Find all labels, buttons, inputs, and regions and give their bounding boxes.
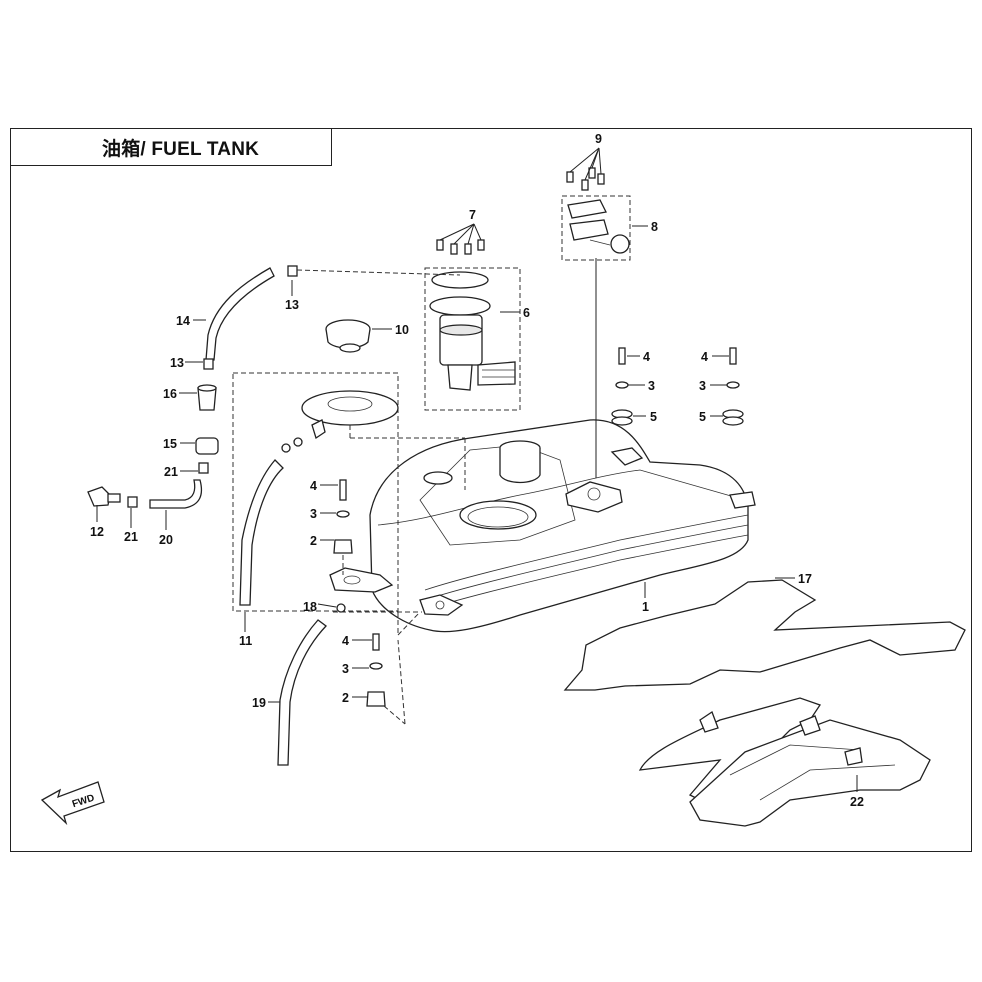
filler-neck-assembly[interactable] — [232, 372, 399, 612]
fuel-cap[interactable] — [325, 319, 371, 353]
callout-3-right-1: 3 — [648, 379, 655, 393]
mount-stack-right-1[interactable] — [611, 347, 633, 426]
callout-9: 9 — [595, 132, 602, 146]
title-box — [10, 128, 332, 166]
callout-11: 11 — [239, 634, 252, 648]
callout-20: 20 — [159, 533, 173, 547]
callout-21-lower: 21 — [124, 530, 138, 544]
heat-shield-22[interactable] — [638, 697, 931, 827]
callout-7: 7 — [469, 208, 476, 222]
connector-lines — [296, 269, 466, 725]
hose-19[interactable] — [277, 619, 327, 766]
callout-1: 1 — [642, 600, 649, 614]
clamp-13-upper[interactable] — [287, 265, 298, 277]
callout-13-upper: 13 — [285, 298, 299, 312]
callout-12: 12 — [90, 525, 104, 539]
callout-4-right-1: 4 — [643, 350, 650, 364]
callout-6: 6 — [523, 306, 530, 320]
callout-3-right-2: 3 — [699, 379, 706, 393]
mount-stack-lower-left[interactable] — [366, 633, 386, 707]
valve-12[interactable] — [87, 486, 121, 507]
clamp-21-lower[interactable] — [127, 496, 138, 508]
callout-2-lower: 2 — [342, 691, 349, 705]
callout-4-right-2: 4 — [701, 350, 708, 364]
filter-16[interactable] — [197, 384, 217, 411]
callout-19: 19 — [252, 696, 266, 710]
callout-13-lower: 13 — [170, 356, 184, 370]
callout-4-upper-left: 4 — [310, 479, 317, 493]
callout-8: 8 — [651, 220, 658, 234]
mount-stack-right-2[interactable] — [722, 347, 744, 426]
callout-5-right-2: 5 — [699, 410, 706, 424]
rubber-15[interactable] — [195, 437, 219, 455]
mount-stack-upper-left[interactable] — [333, 479, 353, 554]
forward-arrow-icon: FWD — [40, 781, 105, 826]
callout-16: 16 — [163, 387, 177, 401]
callout-14: 14 — [176, 314, 190, 328]
callout-22: 22 — [850, 795, 864, 809]
tank-pad-17[interactable] — [563, 579, 966, 691]
callout-17: 17 — [798, 572, 812, 586]
callout-10: 10 — [395, 323, 409, 337]
vent-hose-14[interactable] — [205, 267, 275, 361]
callout-21-upper: 21 — [164, 465, 178, 479]
callout-4-lower-left: 4 — [342, 634, 349, 648]
hose-20[interactable] — [149, 479, 203, 509]
clamp-13-lower[interactable] — [203, 358, 214, 370]
callout-2-upper: 2 — [310, 534, 317, 548]
sensor-screws[interactable] — [566, 147, 605, 191]
callout-3-lower-left: 3 — [342, 662, 349, 676]
callout-3-upper-left: 3 — [310, 507, 317, 521]
callout-18: 18 — [303, 600, 317, 614]
callout-5-right-1: 5 — [650, 410, 657, 424]
page-title: 油箱/ FUEL TANK — [102, 139, 260, 160]
clamp-21-upper[interactable] — [198, 462, 209, 474]
fuel-tank[interactable] — [329, 419, 756, 633]
fuel-sensor-assembly[interactable] — [561, 195, 631, 478]
clamp-18[interactable] — [336, 603, 346, 613]
diagram-frame — [10, 128, 972, 852]
pump-bolts[interactable] — [436, 223, 485, 255]
callout-15: 15 — [163, 437, 177, 451]
leader-lines — [96, 225, 858, 792]
fuel-pump-assembly[interactable] — [424, 267, 521, 411]
